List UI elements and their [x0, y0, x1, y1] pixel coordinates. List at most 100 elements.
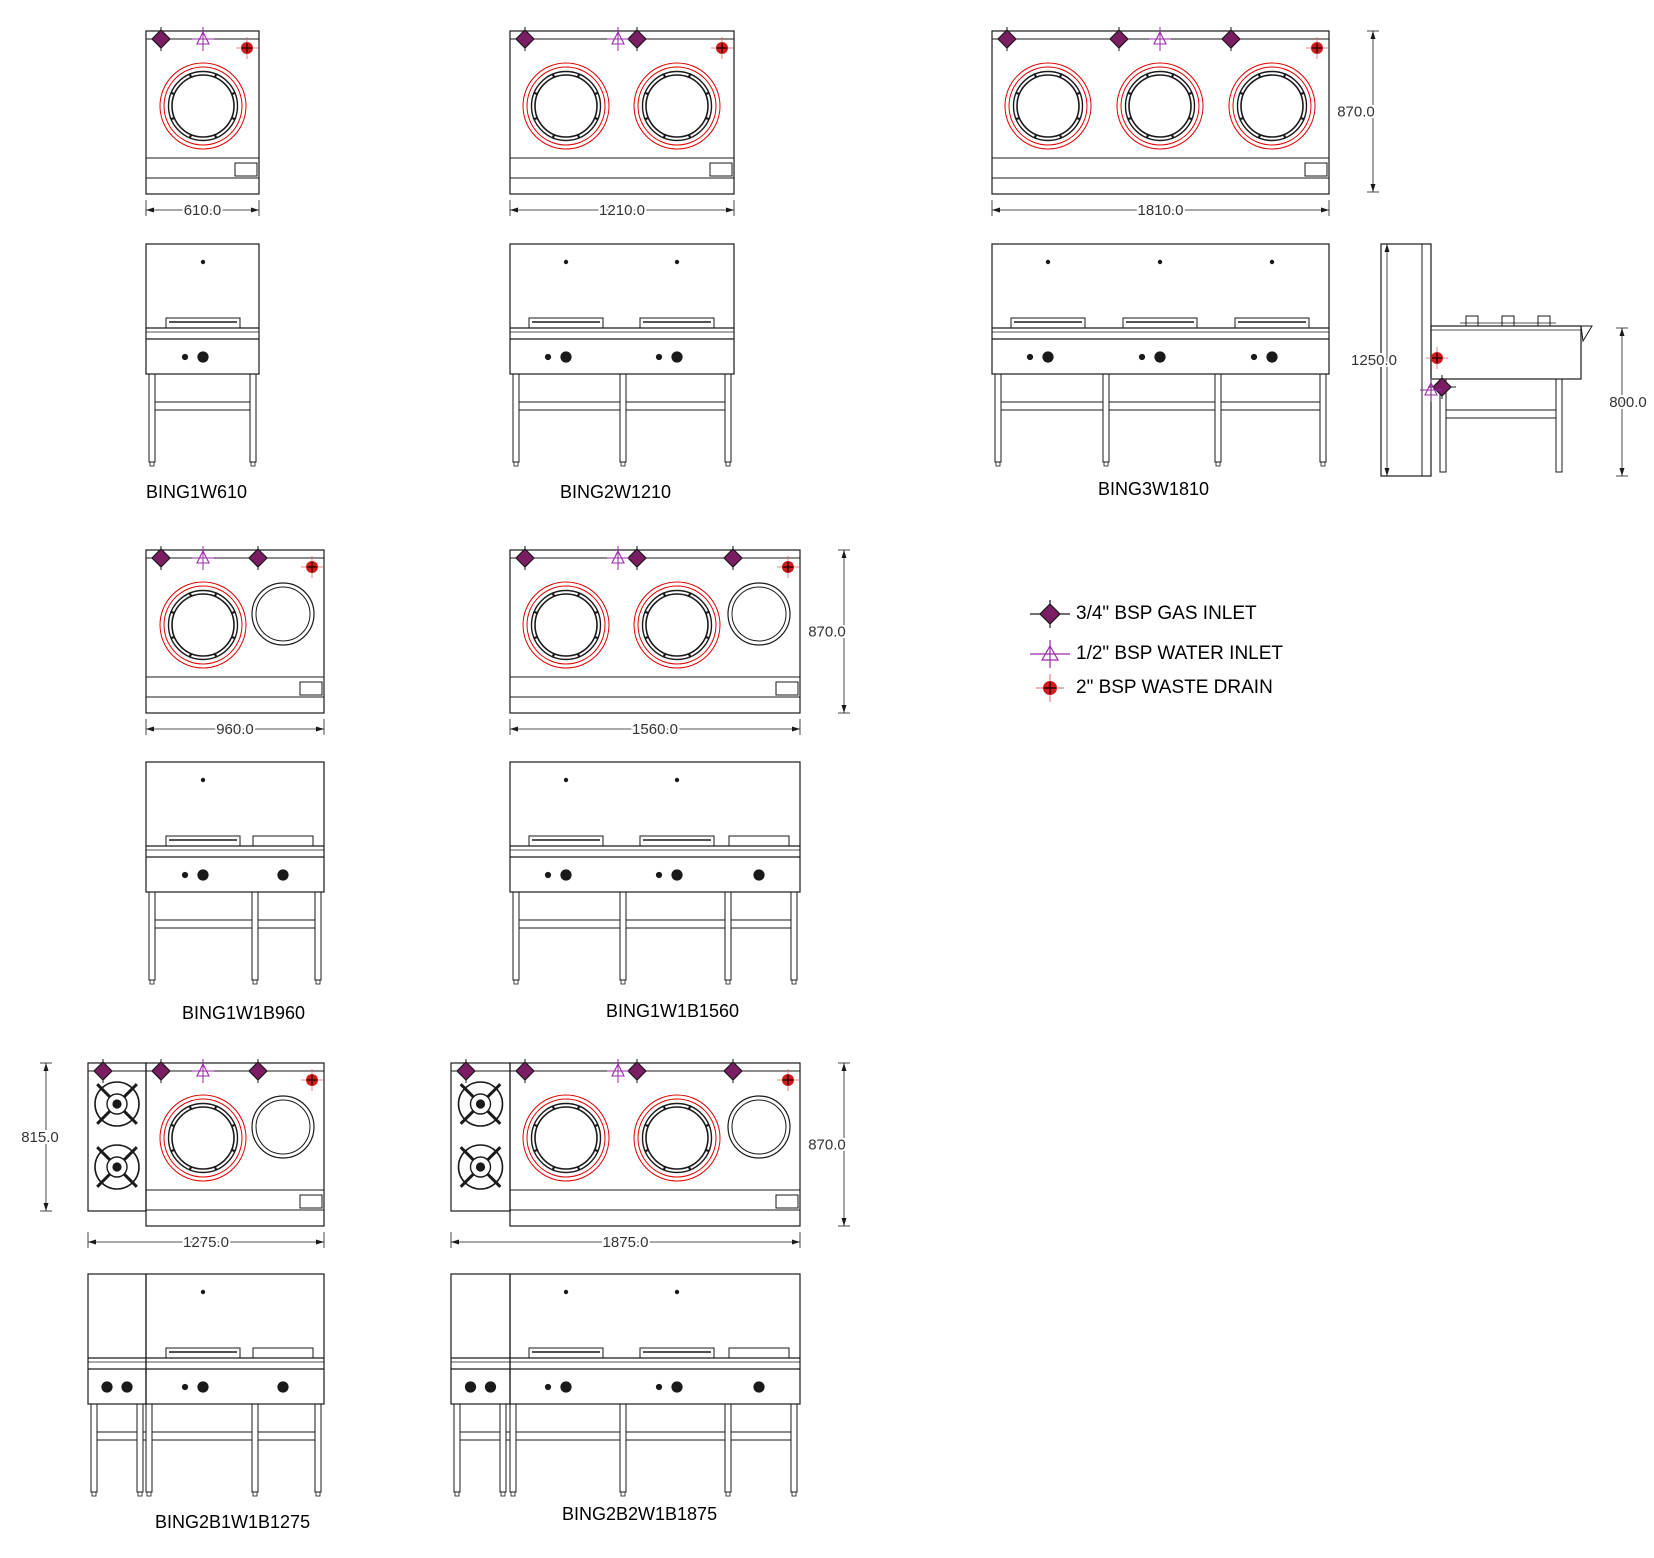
stockpot-burner	[727, 1095, 791, 1159]
plan-view: 1210.0	[509, 27, 735, 221]
width-dimension: 1875.0	[450, 1232, 801, 1253]
height-dimension: 870.0	[806, 549, 850, 714]
model-label-bing1w610: BING1W610	[146, 482, 248, 502]
ring-burner	[457, 1081, 504, 1127]
width-dimension: 1560.0	[509, 719, 801, 740]
wok-burner	[1116, 62, 1204, 150]
plan-view: 610.0	[145, 27, 260, 221]
gas-inlet-icon	[1217, 27, 1245, 51]
model-label-bing1w1b1560: BING1W1B1560	[606, 1001, 740, 1021]
dimension-value: 610.0	[184, 202, 222, 219]
wok-burner	[159, 581, 247, 669]
water-inlet-icon	[1420, 378, 1442, 402]
model-label-bing3w1810: BING3W1810	[1098, 479, 1210, 499]
wok-burner	[159, 1094, 247, 1182]
dimension-value: 1810.0	[1138, 202, 1184, 219]
water-inlet-icon	[192, 27, 214, 51]
height-dimension: 870.0	[806, 1062, 850, 1227]
model-bing2b1w1b1275: 1275.0 815.0	[19, 1059, 325, 1497]
wok-burner	[633, 62, 721, 150]
waste-drain-icon	[301, 556, 323, 578]
overall-height-dimension: 1250.0	[1349, 243, 1399, 477]
wok-burner	[522, 581, 610, 669]
dimension-value: 870.0	[808, 1137, 846, 1154]
wok-burner	[1004, 62, 1092, 150]
dimension-value: 870.0	[1337, 104, 1375, 121]
model-bing3w1810: 1810.0 870.0	[991, 27, 1379, 467]
model-bing1w1b1560: 1560.0 870.0	[509, 546, 850, 985]
legend-waste-drain-label: 2" BSP WASTE DRAIN	[1076, 677, 1273, 698]
model-label-bing1w1b960: BING1W1B960	[182, 1003, 306, 1023]
waste-drain-icon	[1426, 347, 1448, 369]
waste-drain-icon	[1306, 37, 1328, 59]
gas-inlet-icon	[89, 1059, 117, 1083]
model-label-bing2b1w1b1275: BING2B1W1B1275	[155, 1512, 311, 1532]
gas-inlet-icon	[993, 27, 1021, 51]
gas-inlet-icon	[623, 1059, 651, 1083]
width-dimension: 1810.0	[991, 200, 1330, 221]
legend-waste-drain: 2" BSP WASTE DRAIN	[1030, 674, 1273, 702]
model-label-bing2w1210: BING2W1210	[560, 482, 672, 502]
water-inlet-icon	[1149, 27, 1171, 51]
water-inlet-icon	[192, 1059, 214, 1083]
water-inlet-icon	[607, 1059, 629, 1083]
stockpot-burner	[251, 1095, 315, 1159]
ring-burner	[94, 1081, 140, 1127]
front-view	[509, 243, 735, 467]
gas-inlet-icon	[244, 1059, 272, 1083]
ring-burner	[457, 1144, 504, 1190]
model-bing2b2w1b1875: 1875.0 870.0	[450, 1059, 850, 1497]
waste-drain-icon	[301, 1069, 323, 1091]
waste-drain-icon	[1036, 674, 1064, 702]
model-bing1w1b960: 960.0	[145, 546, 325, 985]
gas-inlet-icon	[719, 546, 747, 570]
gas-inlet-icon	[511, 1059, 539, 1083]
front-view	[145, 761, 325, 985]
waste-drain-icon	[777, 556, 799, 578]
bench-height-dimension: 800.0	[1607, 327, 1649, 477]
wok-burner	[522, 1094, 610, 1182]
plan-view: 1275.0 815.0	[19, 1059, 325, 1253]
side-view: 1250.0 800.0	[1349, 243, 1649, 477]
front-view	[87, 1273, 325, 1497]
gas-inlet-icon	[511, 27, 539, 51]
plan-view: 1875.0 870.0	[450, 1059, 850, 1253]
width-dimension: 960.0	[145, 719, 325, 740]
height-dimension: 870.0	[1335, 30, 1379, 193]
dimension-value: 1560.0	[632, 721, 678, 738]
wok-burner	[633, 1094, 721, 1182]
dimension-value: 1275.0	[183, 1234, 229, 1251]
wok-burner	[159, 62, 247, 150]
plan-view: 1560.0 870.0	[509, 546, 850, 740]
model-bing1w610: 610.0	[145, 27, 260, 467]
wok-burner	[522, 62, 610, 150]
stockpot-burner	[727, 582, 791, 646]
water-inlet-icon	[1030, 640, 1070, 668]
waste-drain-icon	[711, 37, 733, 59]
gas-inlet-icon	[1030, 600, 1070, 628]
wok-burner	[633, 581, 721, 669]
dimension-value: 815.0	[21, 1129, 59, 1146]
legend-gas-inlet-label: 3/4" BSP GAS INLET	[1076, 603, 1257, 624]
gas-inlet-icon	[147, 546, 175, 570]
gas-inlet-icon	[147, 27, 175, 51]
waste-drain-icon	[777, 1069, 799, 1091]
gas-inlet-icon	[511, 546, 539, 570]
gas-inlet-icon	[244, 546, 272, 570]
wok-burner	[1228, 62, 1316, 150]
dimension-value: 870.0	[808, 624, 846, 641]
front-view	[450, 1273, 801, 1497]
water-inlet-icon	[192, 546, 214, 570]
waste-drain-icon	[236, 37, 258, 59]
model-bing2w1210: 1210.0	[509, 27, 735, 467]
dimension-value: 1250.0	[1351, 352, 1397, 369]
front-view	[145, 243, 260, 467]
gas-inlet-icon	[1105, 27, 1133, 51]
legend-water-inlet: 1/2" BSP WATER INLET	[1030, 640, 1283, 668]
width-dimension: 610.0	[145, 200, 260, 221]
legend-water-inlet-label: 1/2" BSP WATER INLET	[1076, 643, 1284, 664]
dimension-value: 960.0	[216, 721, 254, 738]
legend-gas-inlet: 3/4" BSP GAS INLET	[1030, 600, 1257, 628]
